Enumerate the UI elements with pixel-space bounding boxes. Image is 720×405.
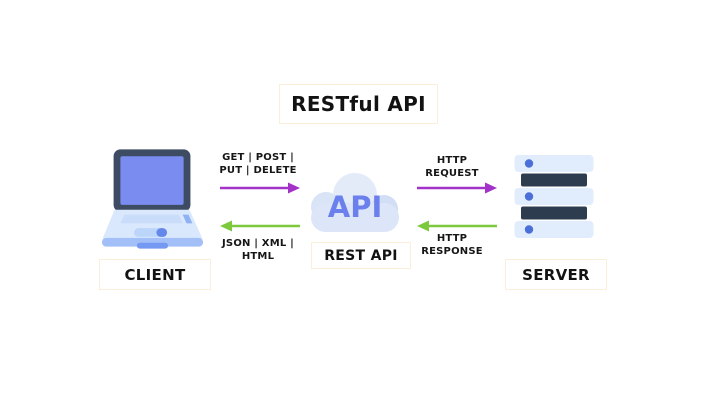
client-response-arrow	[220, 220, 300, 232]
http-response-line2: RESPONSE	[421, 245, 483, 257]
laptop-icon	[101, 149, 204, 249]
client-label: CLIENT	[99, 259, 211, 290]
request-methods-line1: GET | POST |	[222, 152, 294, 163]
http-response-arrow	[417, 220, 497, 232]
http-request-line2: REQUEST	[425, 167, 479, 179]
client-request-arrow	[220, 182, 300, 194]
api-cloud-icon: API	[311, 173, 399, 232]
http-response-label: HTTP RESPONSE	[400, 233, 504, 258]
response-formats-line1: JSON | XML |	[222, 238, 294, 249]
response-formats-label: JSON | XML | HTML	[205, 238, 311, 263]
response-formats-line2: HTML	[241, 250, 275, 262]
http-request-label: HTTP REQUEST	[400, 155, 504, 180]
http-response-line1: HTTP	[436, 233, 468, 244]
request-methods-line2: PUT | DELETE	[219, 164, 297, 176]
api-cloud-text: API	[328, 190, 383, 224]
rest-api-label: REST API	[311, 242, 411, 269]
server-label: SERVER	[505, 259, 607, 290]
server-icon	[514, 155, 594, 238]
request-methods-label: GET | POST | PUT | DELETE	[205, 152, 311, 177]
http-request-line1: HTTP	[436, 155, 468, 166]
diagram-title: RESTful API	[279, 84, 438, 124]
http-request-arrow	[417, 182, 497, 194]
